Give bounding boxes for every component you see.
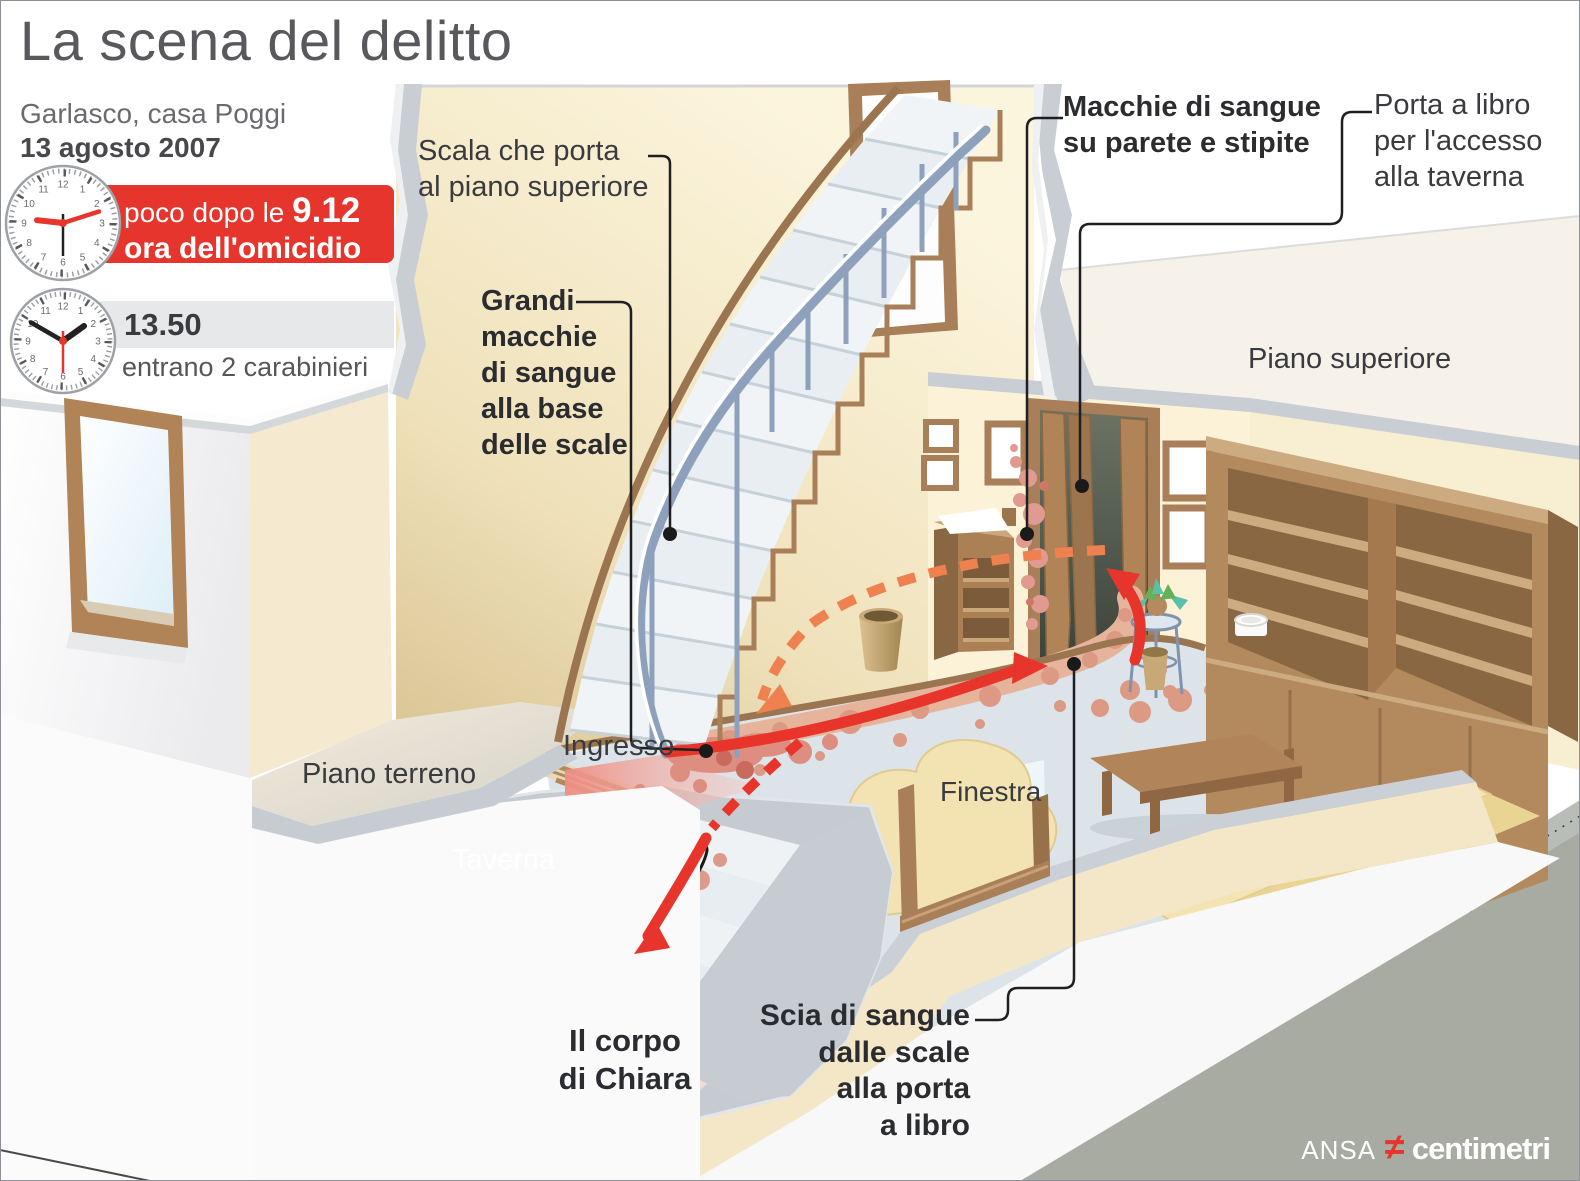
svg-text:9: 9: [21, 219, 27, 230]
label-ground-floor: Piano terreno: [302, 758, 477, 790]
svg-text:2: 2: [94, 199, 100, 210]
ashtray: [1234, 613, 1268, 636]
upper-floor-slab: [1059, 215, 1580, 446]
svg-text:9: 9: [25, 337, 31, 348]
hour-hand: [34, 217, 66, 226]
staircase: [554, 85, 1003, 759]
front-cut-wall: [648, 770, 1560, 1181]
svg-text:8: 8: [30, 354, 36, 365]
svg-text:12: 12: [57, 302, 69, 313]
minute-hand: [28, 320, 66, 344]
stair-stringer-zigzag: [705, 110, 1003, 748]
credit-logo: ANSA ≠ centimetri: [1301, 1126, 1551, 1167]
brand-name: centimetri: [1411, 1131, 1551, 1166]
exterior-window: [64, 398, 188, 664]
label-folding-door: Porta a libro per l'accesso alla taverna: [1374, 89, 1543, 193]
ground-floor-slab: [252, 702, 600, 826]
svg-text:8: 8: [26, 238, 32, 249]
cup: [1142, 647, 1168, 690]
label-body: Il corpo di Chiara: [558, 1023, 692, 1097]
label-tavern: Taverna: [452, 844, 556, 876]
svg-text:7: 7: [43, 367, 49, 378]
murder-time: 9.12: [292, 191, 361, 230]
torn-wall-edges: [388, 84, 1098, 412]
murder-time-banner: poco dopo le 9.12 ora dell'omicidio: [88, 185, 394, 265]
date-text: 13 agosto 2007: [20, 132, 221, 163]
hour-hand: [60, 323, 87, 344]
minute-hand: [60, 209, 102, 226]
subtitle: Garlasco, casa Poggi 13 agosto 2007: [20, 98, 286, 164]
svg-text:12: 12: [57, 180, 69, 191]
location-text: Garlasco, casa Poggi: [20, 98, 287, 129]
svg-text:7: 7: [41, 252, 47, 263]
stair-railing: [634, 124, 991, 759]
label-blood-trail: Scia di sangue dalle scale alla porta a …: [759, 999, 970, 1142]
window-frame: [898, 784, 1050, 932]
murder-prefix: poco dopo le: [124, 197, 293, 228]
svg-text:11: 11: [40, 306, 51, 317]
label-blood-wall: Macchie di sangue su parete e stipite: [1063, 91, 1321, 159]
label-blood-base: Grandi macchie di sangue alla base delle…: [481, 285, 628, 461]
left-room-block: [0, 376, 700, 1181]
dashed-red-path: [708, 738, 804, 832]
murder-caption: ora dell'omicidio: [124, 232, 362, 265]
picture-frames: [921, 419, 1216, 570]
page-title: La scena del delitto: [20, 9, 513, 72]
svg-text:3: 3: [95, 337, 101, 348]
movement-arrows: [634, 545, 1146, 954]
svg-text:4: 4: [91, 354, 97, 365]
svg-text:5: 5: [78, 367, 84, 378]
leader-lines: [576, 110, 1372, 1022]
svg-text:6: 6: [60, 258, 66, 269]
svg-text:5: 5: [80, 252, 86, 263]
svg-text:4: 4: [94, 238, 100, 249]
svg-text:1: 1: [78, 306, 84, 317]
label-upper-floor: Piano superiore: [1248, 343, 1452, 375]
leader-dots: [663, 479, 1089, 758]
waste-basket: [859, 608, 903, 672]
arrival-time-band: 13.50: [88, 301, 394, 348]
svg-text:3: 3: [99, 219, 105, 230]
label-window: Finestra: [940, 776, 1042, 807]
label-entrance: Ingresso: [563, 730, 675, 762]
arrival-caption: entrano 2 carabinieri: [122, 352, 369, 382]
tall-shelf: [934, 508, 1014, 660]
label-stairs: Scala che porta al piano superiore: [418, 135, 649, 203]
svg-text:6: 6: [60, 372, 66, 383]
svg-text:1: 1: [80, 185, 86, 196]
agency-name: ANSA: [1301, 1135, 1377, 1165]
svg-text:11: 11: [38, 185, 49, 196]
dashed-orange-path: [757, 545, 1106, 702]
svg-text:10: 10: [24, 199, 36, 210]
svg-text:2: 2: [91, 319, 97, 330]
entry-arrow: [565, 752, 760, 814]
